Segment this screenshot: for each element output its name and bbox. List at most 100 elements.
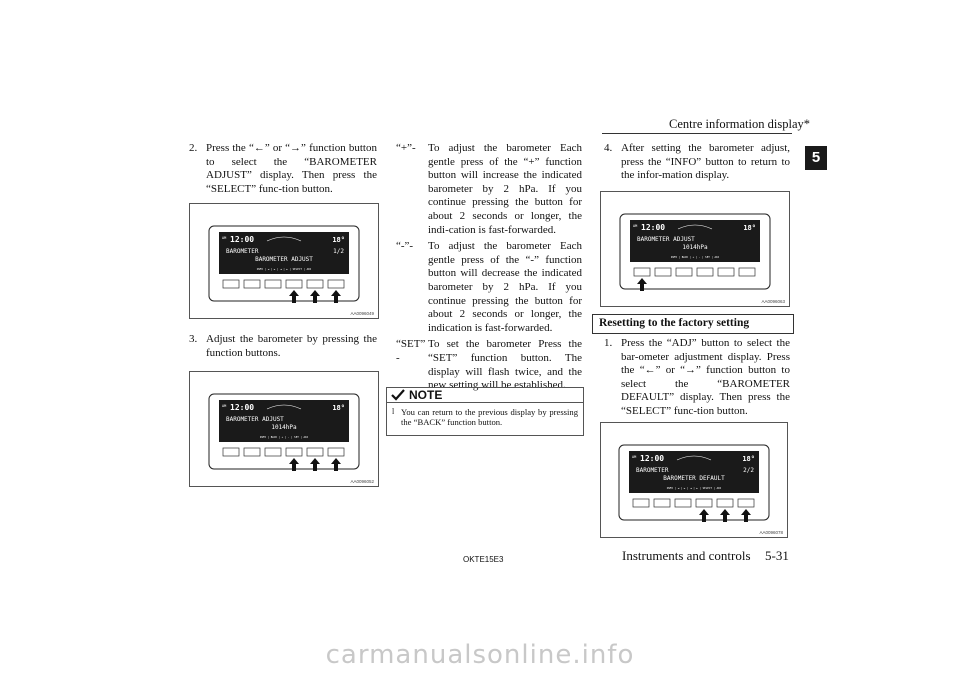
step-2: 2. Press the “←” or “→” function button … (189, 142, 377, 196)
press-arrow-icon (699, 509, 709, 522)
step-number: 4. (604, 142, 613, 154)
temperature-readout: 18° (742, 455, 755, 463)
step-4: 4. After setting the barometer adjust, p… (604, 142, 790, 183)
function-button (243, 279, 261, 289)
step-3: 3. Adjust the barometer by pressing the … (189, 333, 377, 360)
display-line-1: BAROMETER ADJUST (226, 416, 284, 423)
lcd-screen (630, 220, 760, 262)
press-arrow-icon (289, 458, 299, 471)
press-arrow-icon (331, 458, 341, 471)
function-button (285, 447, 303, 457)
function-button (716, 498, 734, 508)
function-button (654, 267, 672, 277)
note-box: NOTE l You can return to the previous di… (386, 387, 584, 436)
footer-section-title: Instruments and controls (622, 548, 751, 563)
definition-key: “SET” - (396, 338, 426, 364)
figure-code: AA0096049 (350, 311, 374, 316)
function-button (222, 279, 240, 289)
compass-arc (266, 236, 302, 242)
step-text: Press the “←” or “→” function button to … (206, 142, 377, 195)
press-arrow-icon (741, 509, 751, 522)
definition-text: To adjust the barometer Each gentle pres… (428, 240, 582, 334)
lcd-screen (219, 400, 349, 442)
function-button (306, 447, 324, 457)
function-button (285, 279, 303, 289)
step-text: Press the “ADJ” button to select the bar… (621, 337, 790, 417)
function-button (306, 279, 324, 289)
section-title: Resetting to the factory setting (599, 317, 750, 329)
press-arrow-icon (310, 290, 320, 303)
function-button (264, 447, 282, 457)
clock-readout: 12:00 (641, 223, 665, 232)
step-number: 2. (189, 142, 198, 154)
step-text: Adjust the barometer by pressing the fun… (206, 333, 377, 359)
temperature-readout: 18° (332, 404, 345, 412)
lcd-screen (629, 451, 759, 493)
running-head: Centre information display* (669, 117, 810, 131)
figure-code: AA0096063 (761, 299, 785, 304)
display-line-2: BAROMETER ADJUST (255, 256, 313, 263)
step-text: After setting the barometer adjust, pres… (621, 142, 790, 182)
softkey-labels: INFO | BACK | + | - | SET | ADJ (671, 255, 720, 259)
figure-code: AA0096052 (350, 479, 374, 484)
note-body: l You can return to the previous display… (387, 403, 583, 428)
document-code: OKTE15E3 (463, 555, 504, 564)
pencil-check-icon (391, 389, 405, 401)
watermark: carmanualsonline.info (325, 640, 635, 670)
note-label: NOTE (409, 388, 443, 402)
function-button (653, 498, 671, 508)
press-arrow-icon (289, 290, 299, 303)
press-arrow-icon (310, 458, 320, 471)
softkey-labels: INFO | ◄ | ► | ◄ | ► | SELECT | ADJ (257, 267, 312, 271)
function-button (695, 498, 713, 508)
header-rule (602, 133, 792, 134)
note-text: You can return to the previous display b… (401, 407, 578, 428)
definition-text: To adjust the barometer Each gentle pres… (428, 142, 582, 236)
step-number: 1. (604, 337, 613, 349)
press-arrow-icon (331, 290, 341, 303)
clock-readout: 12:00 (230, 403, 254, 412)
press-arrow-icon (720, 509, 730, 522)
function-button (738, 267, 756, 277)
chapter-tab: 5 (805, 146, 827, 170)
definition-plus: “+”- To adjust the barometer Each gentle… (396, 142, 582, 237)
display-page-indicator: 1/2 (333, 248, 344, 255)
note-bullet: l (392, 407, 395, 416)
lcd-screen (219, 232, 349, 274)
clock-readout: 12:00 (230, 235, 254, 244)
definition-key: “+”- (396, 142, 416, 154)
softkey-labels: INFO | BACK | + | - | SET | ADJ (260, 435, 309, 439)
am-indicator: AM (222, 404, 226, 408)
press-arrow-icon (637, 278, 647, 291)
compass-arc (266, 404, 302, 410)
display-line-1: BAROMETER (636, 467, 669, 474)
function-button (243, 447, 261, 457)
section-heading: Resetting to the factory setting (592, 314, 794, 334)
function-button (327, 447, 345, 457)
function-button (632, 498, 650, 508)
function-button-definitions: “+”- To adjust the barometer Each gentle… (396, 142, 582, 396)
function-button (675, 267, 693, 277)
display-line-2: 1014hPa (682, 244, 708, 251)
am-indicator: AM (632, 455, 636, 459)
page-number: 5-31 (765, 548, 789, 563)
display-line-2: 1014hPa (271, 424, 297, 431)
note-header: NOTE (387, 388, 583, 403)
temperature-readout: 18° (743, 224, 756, 232)
compass-arc (677, 224, 713, 230)
am-indicator: AM (633, 224, 637, 228)
definition-set: “SET” - To set the barometer Press the “… (396, 338, 582, 392)
definition-key: “-”- (396, 240, 414, 253)
reset-step-1: 1. Press the “ADJ” button to select the … (604, 337, 790, 419)
display-line-2: BAROMETER DEFAULT (663, 475, 725, 482)
softkey-labels: INFO | ◄ | ► | ◄ | ► | SELECT | ADJ (667, 486, 722, 490)
temperature-readout: 18° (332, 236, 345, 244)
function-button (633, 267, 651, 277)
figure-code: AA0096078 (759, 530, 783, 535)
display-line-1: BAROMETER ADJUST (637, 236, 695, 243)
